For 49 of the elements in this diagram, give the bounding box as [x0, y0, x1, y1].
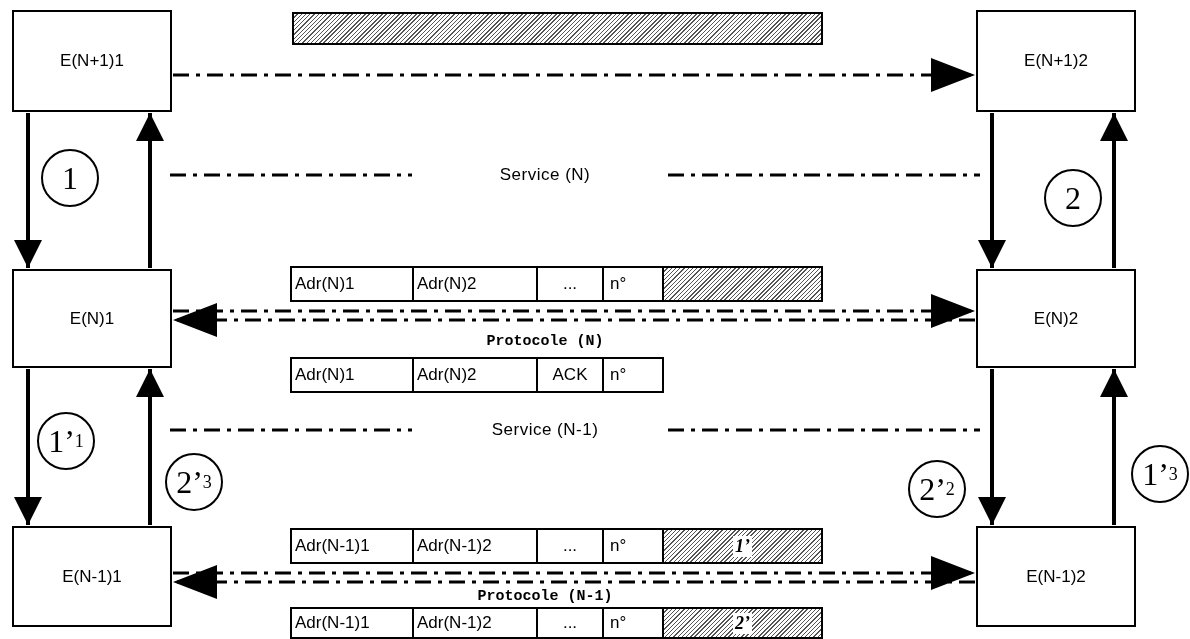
entity-box — [976, 10, 1136, 112]
entity-name: E(N+1)2 — [1024, 51, 1088, 71]
table-cell: Adr(N)2 — [412, 357, 538, 393]
arrow — [978, 369, 1006, 525]
arrow — [173, 303, 975, 337]
table-cell: ... — [536, 607, 604, 639]
table-cell: 2’ — [662, 607, 823, 639]
entity-name: E(N)2 — [1033, 308, 1079, 329]
arrow — [136, 369, 164, 525]
arrow — [1100, 369, 1128, 525]
arrow — [978, 113, 1006, 268]
table-cell: Adr(N-1)1 — [290, 607, 414, 639]
arrow — [173, 58, 975, 92]
arrow — [136, 113, 164, 268]
table-cell: n° — [602, 607, 664, 639]
table-cell: Adr(N)1 — [290, 266, 414, 302]
arrow — [1100, 113, 1128, 268]
entity-name: E(N)1 — [69, 308, 115, 329]
table-cell: ... — [536, 528, 604, 564]
step-number: 2 — [1044, 169, 1102, 227]
layer-label: Protocole (N-1) — [476, 586, 614, 606]
table-cell: ACK — [536, 357, 604, 393]
entity-name: E(N+1)1 — [60, 51, 124, 71]
table-cell: Adr(N-1)2 — [412, 528, 538, 564]
table-cell: ... — [536, 266, 604, 302]
table-cell: 1’ — [662, 528, 823, 564]
layer-label: Service (N) — [498, 164, 592, 186]
entity-box — [976, 526, 1136, 627]
entity-box — [12, 526, 172, 627]
layer-label: Service (N-1) — [490, 419, 600, 441]
table-cell: Adr(N-1)1 — [290, 528, 414, 564]
table-cell: n° — [602, 266, 664, 302]
table-cell: Adr(N)2 — [412, 266, 538, 302]
entity-name: E(N-1)2 — [1026, 566, 1086, 587]
arrow — [173, 565, 975, 599]
arrow — [14, 113, 42, 268]
arrow — [173, 294, 975, 328]
entity-box — [976, 269, 1136, 368]
table-cell: Adr(N-1)2 — [412, 607, 538, 639]
step-number: 1 — [41, 149, 99, 207]
entity-name: E(N-1)1 — [62, 566, 122, 587]
arrow — [14, 369, 42, 525]
table-cell: n° — [602, 357, 664, 393]
table-cell: Adr(N)1 — [290, 357, 414, 393]
entity-box — [12, 10, 172, 112]
entity-box — [12, 269, 172, 368]
arrow — [173, 556, 975, 590]
table-cell: n° — [602, 528, 664, 564]
layer-label: Protocole (N) — [485, 331, 605, 352]
